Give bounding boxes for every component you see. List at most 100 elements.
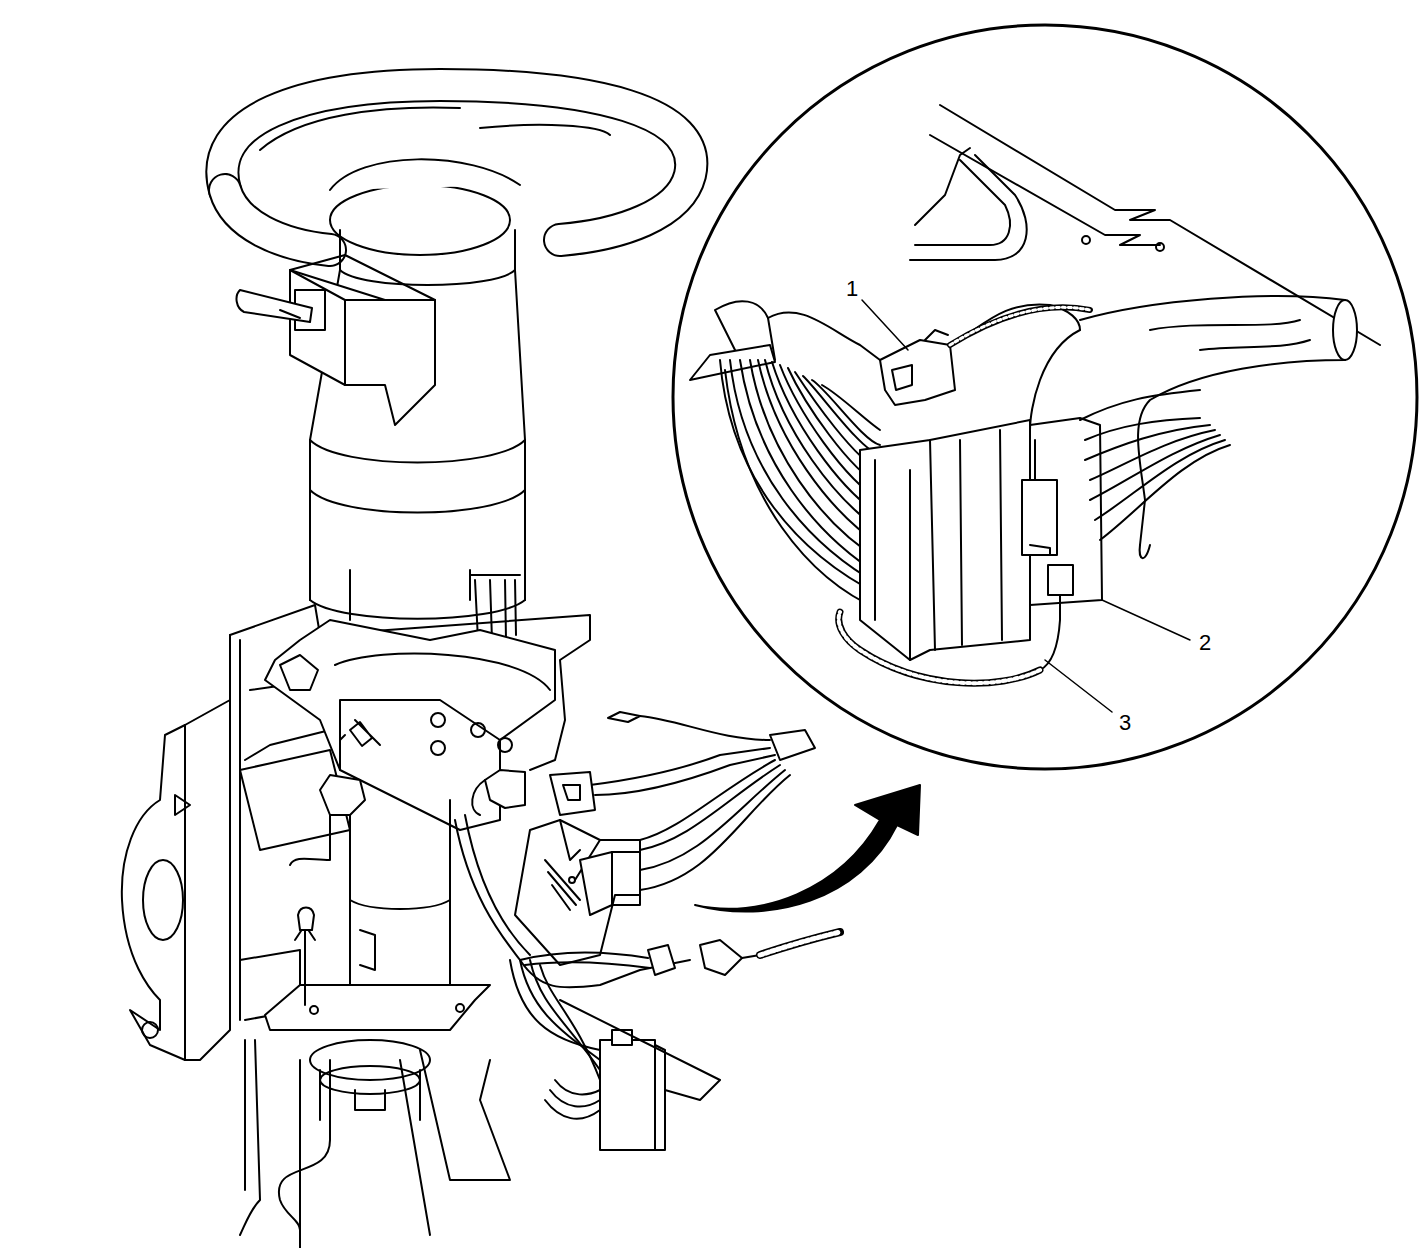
wiring-harness-part: [655, 1045, 665, 1150]
steering-wheel-part: [225, 190, 330, 250]
detail-view-part: [1100, 445, 1230, 540]
detail-view-part: [925, 330, 948, 340]
callout-number: 2: [1197, 631, 1213, 655]
lower-column: [265, 775, 510, 1235]
mounting-bracket-part: [279, 1060, 330, 1248]
wiring-harness-part: [515, 820, 640, 965]
detail-view-part: [673, 25, 1417, 769]
column-clamp-part: [350, 720, 380, 746]
wiring-harness-part: [485, 770, 525, 808]
steering-wheel-part: [330, 159, 520, 190]
column-clamp: [265, 620, 555, 830]
detail-view-part: [910, 155, 1027, 260]
detail-view-part: [950, 304, 1080, 345]
wiring-harness-part: [563, 785, 580, 800]
column-clamp-part: [335, 654, 550, 690]
lower-column-part: [320, 775, 365, 815]
steering-wheel: [222, 85, 691, 285]
detail-view-part: [950, 307, 1090, 345]
wiring-harness-part: [525, 962, 650, 968]
wiring-harness-part: [555, 1080, 600, 1094]
steering-wheel-part: [340, 230, 515, 270]
wiring-harness-part: [600, 1040, 655, 1150]
mounting-bracket-part: [240, 1040, 260, 1235]
turn-signal-switch: [237, 255, 435, 425]
wiring-harness-part: [545, 1100, 600, 1119]
wiring-harness-part: [760, 932, 840, 955]
lower-column-part: [350, 900, 450, 909]
lower-column-part: [355, 1090, 385, 1110]
callout-number: 3: [1117, 711, 1133, 735]
detail-view-part: [940, 105, 1380, 345]
detail-view-part: [730, 360, 880, 585]
lower-column-part: [310, 1040, 430, 1080]
wiring-harness-part: [608, 712, 640, 722]
detail-view-part: [1082, 236, 1090, 244]
detail-view-part: [892, 365, 912, 390]
detail-view-part: [950, 307, 1090, 345]
wiring-harness-part: [612, 1030, 632, 1045]
detail-arrow-part: [695, 785, 920, 912]
mounting-bracket-part: [142, 1022, 158, 1038]
column-clamp-part: [471, 723, 485, 737]
mounting-bracket: [122, 605, 590, 1248]
leader-lines-part: [1102, 600, 1190, 640]
detail-view: [673, 25, 1417, 769]
column-clamp-part: [340, 735, 345, 740]
lower-column-part: [400, 1050, 510, 1235]
column-clamp-part: [498, 738, 512, 752]
wiring-harness-part: [640, 770, 785, 870]
lower-column-part: [298, 908, 314, 931]
steering-wheel-part: [330, 185, 510, 255]
column-clamp-part: [280, 655, 318, 690]
column-clamp-part: [431, 713, 445, 727]
steering-wheel-part: [225, 190, 330, 250]
column-shroud-part: [310, 490, 525, 513]
turn-signal-switch-part: [237, 290, 312, 322]
detail-view-part: [1040, 595, 1060, 670]
column-shroud-part: [310, 440, 525, 490]
callout-number: 1: [844, 277, 860, 301]
turn-signal-switch-part: [280, 310, 300, 318]
mounting-bracket-part: [175, 795, 190, 815]
detail-arrow: [695, 785, 920, 912]
detail-view-part: [1333, 300, 1357, 360]
detail-view-part: [1080, 390, 1200, 440]
wiring-harness-part: [472, 780, 485, 815]
detail-view-part: [1048, 565, 1073, 595]
wiring-harness-part: [560, 1000, 720, 1100]
wiring-harness: [455, 712, 840, 1150]
column-clamp-part: [265, 620, 555, 830]
wiring-harness-part: [648, 945, 675, 975]
wiring-harness-part: [700, 940, 742, 975]
lower-column-part: [290, 815, 330, 865]
lower-column-part: [295, 925, 315, 1005]
detail-view-part: [860, 420, 1030, 660]
column-shroud-part: [310, 440, 525, 463]
detail-view-part: [880, 340, 955, 405]
detail-view-part: [960, 430, 1002, 645]
column-clamp-part: [340, 700, 500, 770]
detail-view-part: [875, 440, 935, 660]
turn-signal-switch-part: [290, 270, 435, 425]
detail-view-part: [1156, 243, 1164, 251]
mounting-bracket-part: [143, 860, 183, 940]
detail-view-part: [1030, 545, 1050, 555]
detail-view-part: [768, 312, 880, 360]
wiring-harness-part: [770, 730, 815, 760]
mounting-bracket-part: [185, 635, 230, 1060]
wiring-harness-part: [612, 852, 640, 905]
column-clamp-part: [431, 741, 445, 755]
wiring-harness-part: [595, 755, 775, 795]
detail-view-part: [822, 385, 880, 430]
turn-signal-switch-part: [290, 270, 385, 385]
detail-view-part: [803, 376, 880, 455]
lower-column-part: [310, 1006, 318, 1014]
lower-column-part: [350, 780, 450, 1000]
detail-view-part: [1150, 320, 1310, 350]
detail-view-part: [720, 360, 880, 595]
steering-wheel-part: [260, 107, 460, 150]
wiring-harness-part: [545, 860, 580, 910]
